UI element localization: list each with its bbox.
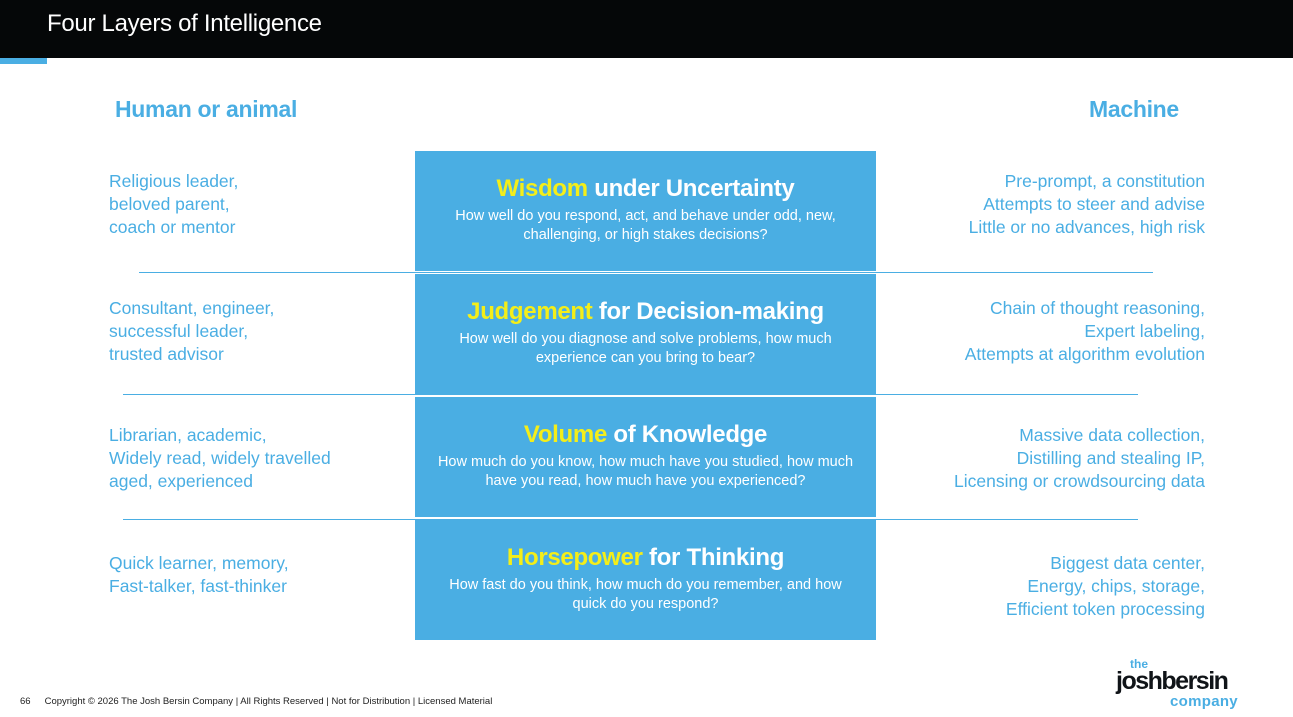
layer-description: How much do you know, how much have you … (437, 454, 854, 489)
divider-line (123, 519, 1138, 520)
machine-examples-judgement: Chain of thought reasoning, Expert label… (964, 298, 1205, 364)
machine-examples-volume: Massive data collection, Distilling and … (954, 425, 1205, 491)
divider-line (123, 394, 1138, 395)
left-column-heading: Human or animal (115, 96, 298, 122)
layer-description: How well do you respond, act, and behave… (455, 208, 836, 243)
layer-title-judgement: Judgement for Decision-making (415, 298, 876, 326)
footer: 66 Copyright © 2026 The Josh Bersin Compa… (20, 696, 492, 707)
right-column-heading: Machine (1089, 96, 1179, 122)
company-logo: the joshbersin company (1116, 657, 1246, 713)
human-examples-volume: Librarian, academic, Widely read, widely… (109, 425, 331, 491)
layer-keyword: Wisdom (496, 175, 589, 202)
layer-title-rest: of Knowledge (607, 421, 768, 448)
human-examples-wisdom: Religious leader, beloved parent, coach … (109, 171, 239, 237)
page-number: 66 (20, 696, 31, 707)
layer-title-volume: Volume of Knowledge (415, 421, 876, 449)
layer-description: How fast do you think, how much do you r… (449, 577, 842, 612)
layer-keyword: Horsepower (506, 544, 643, 571)
page-title: Four Layers of Intelligence (47, 10, 322, 37)
layer-title-rest: under Uncertainty (587, 175, 795, 202)
layer-title-wisdom: Wisdom under Uncertainty (415, 175, 876, 203)
layer-title-horsepower: Horsepower for Thinking (415, 544, 876, 572)
header-bar (0, 0, 1293, 58)
layer-box-volume: Volume of Knowledge How much do you know… (415, 397, 876, 517)
layer-box-judgement: Judgement for Decision-making How well d… (415, 274, 876, 394)
header-accent (0, 58, 47, 64)
copyright-text: Copyright © 2026 The Josh Bersin Company… (44, 696, 493, 707)
human-examples-horsepower: Quick learner, memory, Fast-talker, fast… (109, 553, 289, 596)
layer-box-horsepower: Horsepower for Thinking How fast do you … (415, 520, 876, 640)
layer-box-wisdom: Wisdom under Uncertainty How well do you… (415, 151, 876, 271)
layer-title-rest: for Decision-making (592, 298, 824, 325)
layer-keyword: Volume (523, 421, 607, 448)
machine-examples-wisdom: Pre-prompt, a constitution Attempts to s… (968, 171, 1205, 237)
logo-the: the (1130, 657, 1148, 671)
human-examples-judgement: Consultant, engineer, successful leader,… (109, 298, 275, 364)
layer-title-rest: for Thinking (642, 544, 785, 571)
layer-description: How well do you diagnose and solve probl… (459, 331, 832, 366)
logo-company: company (1170, 693, 1238, 710)
divider-line (139, 272, 1153, 273)
machine-examples-horsepower: Biggest data center, Energy, chips, stor… (1005, 553, 1205, 619)
logo-wordmark: joshbersin (1116, 667, 1229, 695)
layer-keyword: Judgement (467, 298, 593, 325)
